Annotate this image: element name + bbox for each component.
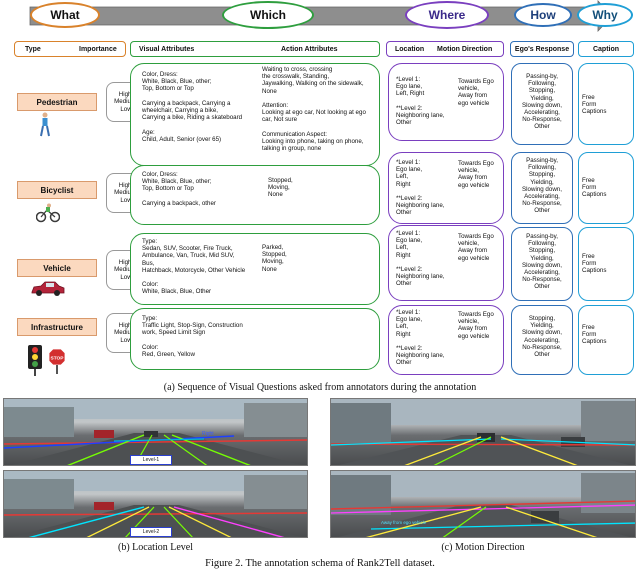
column-header-what: Type Importance (14, 41, 126, 57)
visual-attributes-bicyclist: Color, Dress: White, Black, Blue, other;… (142, 171, 216, 207)
ego-box-bicyclist (511, 152, 573, 224)
label-level2: Level-2 (130, 527, 172, 537)
ego-response-pedestrian: Passing-by, Following, Stopping, Yieldin… (522, 73, 562, 131)
caption-infrastructure: Free Form Captions (582, 324, 607, 346)
caption-box-vehicle (578, 227, 634, 301)
motion-bicyclist: Towards Ego vehicle, Away from ego vehic… (458, 160, 494, 189)
category-infrastructure: Infrastructure (17, 318, 97, 336)
where-box-bicyclist (388, 152, 504, 224)
road-image-level2: Level-2 (3, 470, 308, 538)
location-infrastructure: *Level 1: Ego lane, Left, Right **Level … (396, 309, 445, 367)
category-bicyclist: Bicyclist (17, 181, 97, 199)
column-type-label: Type (25, 45, 41, 53)
figure-caption: Figure 2. The annotation schema of Rank2… (205, 558, 435, 569)
action-attributes-bicyclist: Stopped, Moving, None (268, 177, 293, 199)
which-box-pedestrian (130, 63, 380, 166)
caption-pedestrian: Free Form Captions (582, 94, 607, 116)
column-header-why: Caption (578, 41, 634, 57)
which-box-infrastructure (130, 308, 380, 370)
column-motion-label: Motion Direction (437, 45, 493, 53)
caption-bicyclist: Free Form Captions (582, 177, 607, 199)
header-how: How (514, 3, 572, 27)
which-box-vehicle (130, 233, 380, 305)
caption-vehicle: Free Form Captions (582, 253, 607, 275)
location-pedestrian: *Level 1: Ego lane, Left, Right **Level … (396, 76, 445, 127)
bicyclist-icon (36, 203, 60, 223)
where-box-infrastructure (388, 305, 504, 375)
caption-b: (b) Location Level (118, 542, 193, 553)
caption-box-infrastructure (578, 305, 634, 375)
caption-box-bicyclist (578, 152, 634, 224)
where-box-pedestrian (388, 63, 504, 141)
caption-box-pedestrian (578, 63, 634, 145)
category-pedestrian: Pedestrian (17, 93, 97, 111)
label-away: Away from ego vehicle (381, 520, 427, 525)
ego-box-infrastructure (511, 305, 573, 375)
where-box-vehicle (388, 225, 504, 301)
traffic-light-icon (28, 345, 42, 376)
pedestrian-icon (40, 112, 50, 137)
stop-sign-icon: STOP (48, 348, 66, 374)
location-bicyclist: *Level 1: Ego lane, Left, Right **Level … (396, 159, 445, 217)
column-visual-label: Visual Attributes (139, 45, 195, 53)
ego-response-bicyclist: Passing-by, Following, Stopping, Yieldin… (522, 157, 562, 215)
column-header-how: Ego's Response (510, 41, 574, 57)
category-vehicle: Vehicle (17, 259, 97, 277)
road-image-motion-2: Away from ego vehicle (330, 470, 636, 538)
column-header-which: Visual Attributes Action Attributes (130, 41, 380, 57)
road-image-motion-1 (330, 398, 636, 466)
visual-attributes-pedestrian: Color, Dress: White, Black, Blue, other;… (142, 71, 243, 143)
caption-a: (a) Sequence of Visual Questions asked f… (163, 382, 477, 393)
motion-infrastructure: Towards Ego vehicle, Away from ego vehic… (458, 311, 494, 340)
label-right: Right (202, 431, 214, 437)
motion-pedestrian: Towards Ego vehicle, Away from ego vehic… (458, 78, 494, 107)
road-image-level1: Right Level-1 (3, 398, 308, 466)
motion-vehicle: Towards Ego vehicle, Away from ego vehic… (458, 233, 494, 262)
column-importance-label: Importance (79, 45, 117, 53)
visual-attributes-vehicle: Type: Sedan, SUV, Scooter, Fire Truck, A… (142, 238, 246, 296)
column-location-label: Location (395, 45, 425, 53)
action-attributes-vehicle: Parked, Stopped, Moving, None (262, 244, 287, 273)
header-which: Which (222, 1, 314, 29)
column-header-where: Location Motion Direction (386, 41, 504, 57)
visual-attributes-infrastructure: Type: Traffic Light, Stop-Sign, Construc… (142, 315, 243, 359)
header-where: Where (405, 1, 489, 29)
stop-sign-text: STOP (51, 356, 65, 362)
caption-c: (c) Motion Direction (441, 542, 525, 553)
ego-box-vehicle (511, 227, 573, 301)
column-ego-label: Ego's Response (514, 45, 570, 53)
location-vehicle: *Level 1: Ego lane, Left, Right **Level … (396, 230, 445, 288)
action-attributes-pedestrian: Waiting to cross, crossing the crosswalk… (262, 66, 366, 153)
header-why: Why (577, 3, 633, 27)
ego-response-infrastructure: Stopping, Yielding, Slowing down, Accele… (522, 315, 562, 359)
label-level1: Level-1 (130, 455, 172, 465)
car-icon (31, 281, 65, 296)
header-what: What (30, 2, 100, 28)
column-caption-label: Caption (592, 45, 620, 53)
column-action-label: Action Attributes (281, 45, 338, 53)
ego-box-pedestrian (511, 63, 573, 145)
which-box-bicyclist (130, 165, 380, 225)
ego-response-vehicle: Passing-by, Following, Stopping, Yieldin… (522, 233, 562, 291)
